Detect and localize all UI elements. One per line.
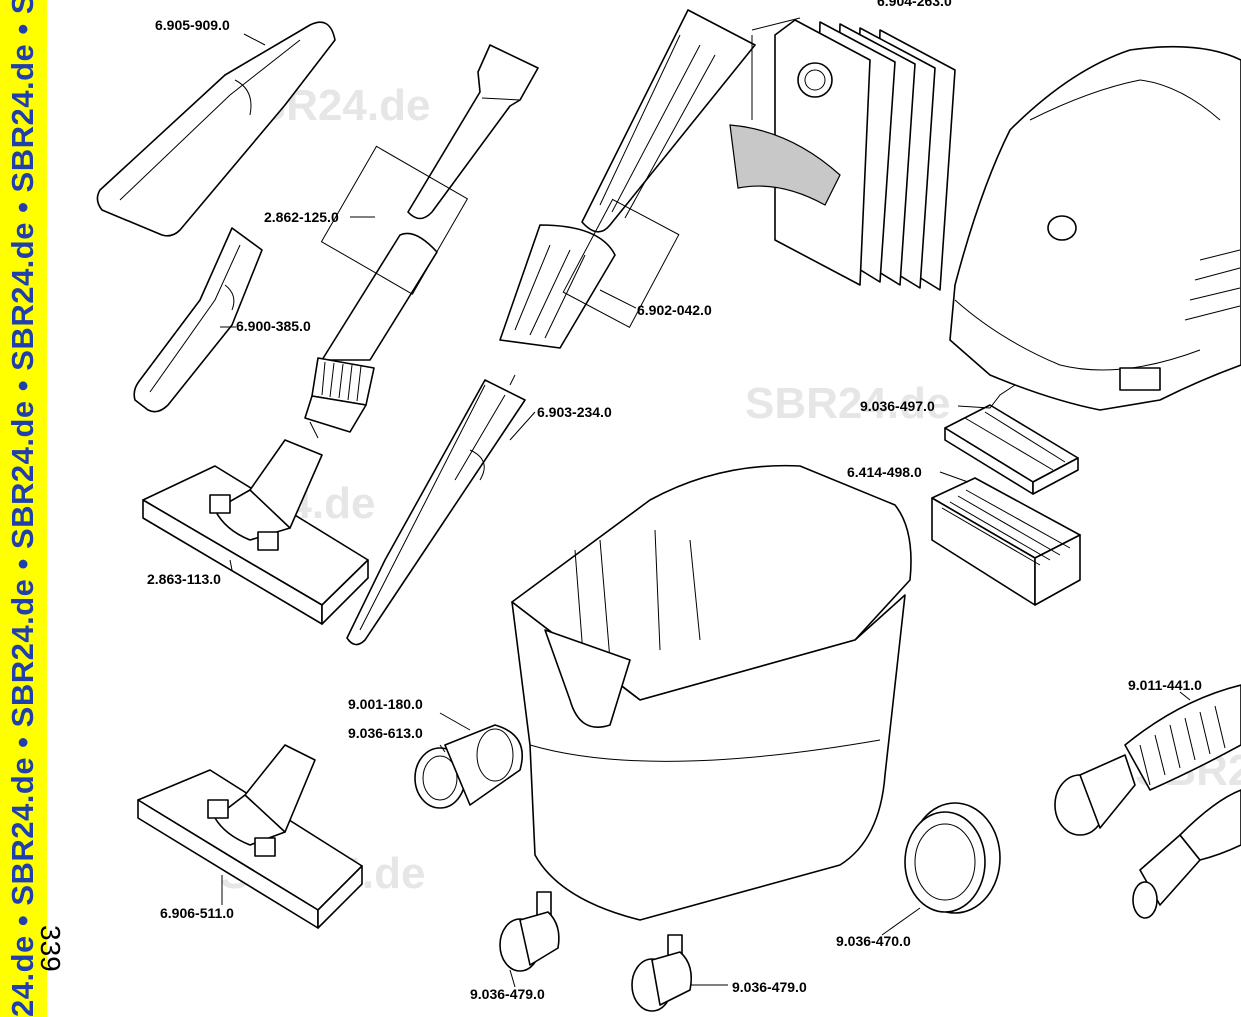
suction-hose (1054, 684, 1241, 919)
floor-nozzle-b (137, 744, 363, 929)
rear-wheel (904, 802, 1001, 914)
label-castor-left: 9.036-479.0 (470, 986, 545, 1002)
floor-nozzle-a (142, 439, 369, 625)
flat-filter (944, 404, 1079, 495)
label-floor-nozzle-a: 2.863-113.0 (147, 571, 221, 587)
leader-lines (220, 33, 1191, 988)
container-body (511, 464, 912, 921)
label-rear-wheel: 9.036-470.0 (836, 933, 911, 949)
castor-left (499, 891, 560, 972)
crevice-nozzle-small (133, 227, 263, 413)
label-long-crevice-nozzle: 6.903-234.0 (537, 404, 612, 420)
label-suction-hose: 9.011-441.0 (1128, 677, 1202, 693)
sbr24-side-banner: 24.de • SBR24.de • SBR24.de • SBR24.de •… (0, 0, 47, 1017)
cartridge-filter (931, 477, 1081, 606)
label-filter-bags: 6.904-263.0 (877, 0, 952, 9)
label-connector-ring: 9.036-613.0 (348, 725, 423, 741)
castor-right (631, 934, 693, 1012)
label-hose-connector: 9.001-180.0 (348, 696, 423, 712)
crevice-nozzle-wide (96, 21, 336, 237)
suction-tube-upper (304, 44, 539, 433)
label-suction-tube-upper: 2.862-125.0 (264, 209, 339, 225)
label-castor-right: 9.036-479.0 (732, 979, 807, 995)
page-number-text: 339 (35, 925, 66, 972)
label-flat-filter: 9.036-497.0 (860, 398, 935, 414)
long-crevice-nozzle (346, 379, 526, 646)
filter-bags (729, 17, 956, 291)
page-number: 339 (35, 925, 84, 972)
hose-connector (414, 724, 524, 809)
watermark-2: SBR24.de (745, 379, 950, 428)
label-floor-nozzle-b: 6.906-511.0 (160, 905, 234, 921)
suction-tubes-pair (499, 9, 756, 349)
vacuum-head (949, 45, 1241, 411)
label-crevice-nozzle-small: 6.900-385.0 (236, 318, 311, 334)
label-crevice-nozzle-wide: 6.905-909.0 (155, 17, 230, 33)
label-cartridge-filter: 6.414-498.0 (847, 464, 922, 480)
label-suction-tubes-pair: 6.902-042.0 (637, 302, 712, 318)
part-labels: 6.905-909.0 2.862-125.0 6.900-385.0 6.90… (147, 0, 1202, 1002)
